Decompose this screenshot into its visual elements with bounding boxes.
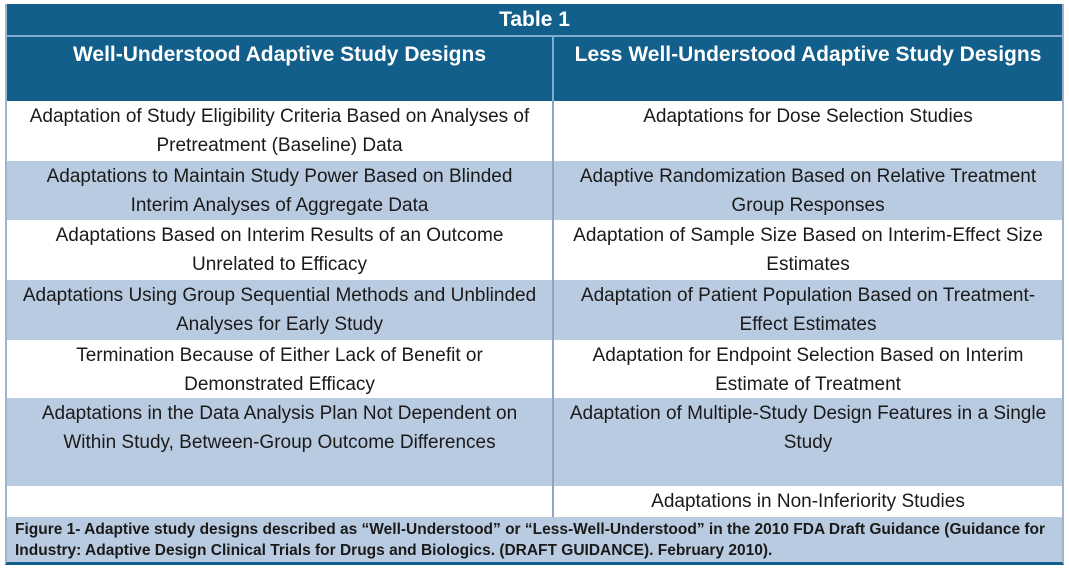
figure-caption: Figure 1- Adaptive study designs describ… <box>7 517 1062 562</box>
column-header-well-understood: Well-Understood Adaptive Study Designs <box>72 43 487 66</box>
table-cell: Adaptations for Dose Selection Studies <box>552 101 1062 161</box>
table-cell: Adaptation for Endpoint Selection Based … <box>552 340 1062 399</box>
table-header-row: Well-Understood Adaptive Study Designs L… <box>7 37 1062 101</box>
table-row: Termination Because of Either Lack of Be… <box>7 340 1062 399</box>
table-cell: Adaptations Based on Interim Results of … <box>55 225 504 275</box>
column-header-less-well-understood: Less Well-Understood Adaptive Study Desi… <box>552 37 1062 101</box>
table-cell: Adaptive Randomization Based on Relative… <box>552 161 1062 220</box>
table-row: Adaptations in the Data Analysis Plan No… <box>7 398 1062 486</box>
table-title: Table 1 <box>499 7 570 31</box>
table-title-bar: Table 1 <box>7 4 1062 37</box>
table-row: Adaptations Using Group Sequential Metho… <box>7 280 1062 340</box>
table-cell: Termination Because of Either Lack of Be… <box>76 345 483 395</box>
table-cell: Adaptation of Patient Population Based o… <box>552 280 1062 340</box>
table-cell: Adaptation of Sample Size Based on Inter… <box>552 220 1062 280</box>
table-cell: Adaptations in the Data Analysis Plan No… <box>41 403 518 453</box>
table-row: Adaptation of Study Eligibility Criteria… <box>7 101 1062 161</box>
table-cell: Adaptations in Non-Inferiority Studies <box>552 486 1062 517</box>
table-cell: Adaptation of Study Eligibility Criteria… <box>29 106 530 156</box>
table-cell <box>7 486 552 517</box>
table-cell: Adaptations Using Group Sequential Metho… <box>22 285 537 335</box>
table-row: Adaptations Based on Interim Results of … <box>7 220 1062 280</box>
table-cell: Adaptations to Maintain Study Power Base… <box>46 166 513 216</box>
table-cell: Adaptation of Multiple-Study Design Feat… <box>552 398 1062 486</box>
table-row: Adaptations in Non-Inferiority Studies <box>7 486 1062 517</box>
table-row: Adaptations to Maintain Study Power Base… <box>7 161 1062 220</box>
adaptive-designs-table: Table 1 Well-Understood Adaptive Study D… <box>5 4 1064 565</box>
